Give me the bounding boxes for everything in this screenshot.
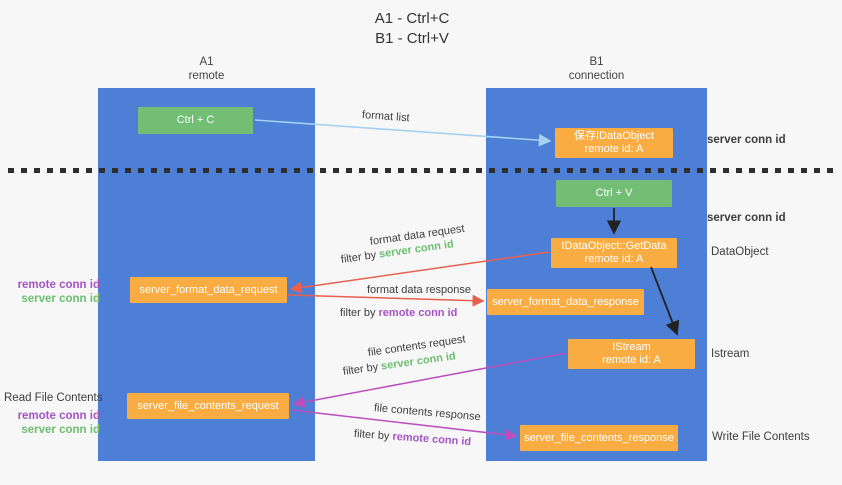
node-getdata-line1: IDataObject::GetData: [561, 240, 667, 252]
node-file-request-label: server_file_contents_request: [137, 399, 279, 412]
annotation-dataobject: DataObject: [711, 246, 769, 258]
title-line-1: A1 - Ctrl+C: [374, 10, 450, 27]
lane-header-connection: B1 connection: [486, 55, 707, 83]
annotation-remote-conn-id-1: remote conn id: [17, 279, 100, 291]
annotation-conn-ids-file: remote conn id server conn id: [0, 409, 100, 437]
lane-b1-name: B1: [589, 56, 604, 68]
node-format-response-label: server_format_data_response: [492, 295, 639, 308]
node-server-format-data-request: server_format_data_request: [130, 277, 287, 303]
node-ctrl-c-label: Ctrl + C: [176, 114, 215, 126]
node-save-idataobject-line2: remote id: A: [584, 143, 644, 155]
annotation-server-conn-id-2: server conn id: [21, 424, 100, 436]
annotation-server-conn-id-top: server conn id: [707, 134, 786, 146]
title-line-2: B1 - Ctrl+V: [375, 30, 449, 47]
lane-a1-name: A1: [199, 56, 214, 68]
node-ctrl-v: Ctrl + V: [556, 180, 672, 207]
arrow-label-file-contents-response: file contents response: [373, 402, 482, 424]
filter-by-text: filter by: [340, 307, 379, 319]
lane-header-remote: A1 remote: [98, 55, 315, 83]
node-istream-line2: remote id: A: [602, 354, 661, 366]
arrow-label-format-list: format list: [361, 109, 410, 125]
filter-remote-conn-id: remote conn id: [392, 430, 472, 449]
node-file-response-label: server_file_contents_response: [524, 431, 674, 444]
annotation-istream: Istream: [711, 348, 750, 360]
arrow-label-filter-remote-2: filter by remote conn id: [354, 428, 472, 448]
node-save-idataobject-line1: 保存IDataObject: [573, 130, 655, 142]
node-istream-line1: IStream: [612, 341, 651, 353]
annotation-read-file-contents: Read File Contents: [4, 392, 103, 404]
node-format-request-label: server_format_data_request: [139, 283, 278, 296]
node-istream: IStream remote id: A: [568, 339, 695, 369]
annotation-conn-ids-format: remote conn id server conn id: [0, 278, 100, 306]
arrow-label-filter-remote-1: filter by remote conn id: [340, 307, 457, 319]
arrow-label-format-data-response: format data response: [367, 284, 471, 296]
lane-b1-role: connection: [568, 70, 625, 82]
annotation-remote-conn-id-2: remote conn id: [17, 410, 100, 422]
node-save-idataobject: 保存IDataObject remote id: A: [555, 128, 673, 158]
annotation-server-conn-id-1: server conn id: [21, 293, 100, 305]
filter-by-text: filter by: [353, 428, 393, 443]
node-server-format-data-response: server_format_data_response: [487, 289, 644, 315]
annotation-server-conn-id-mid: server conn id: [707, 212, 786, 224]
node-getdata-line2: remote id: A: [584, 253, 644, 265]
filter-by-text: filter by: [342, 360, 382, 378]
node-server-file-contents-request: server_file_contents_request: [127, 393, 289, 419]
node-server-file-contents-response: server_file_contents_response: [520, 425, 678, 451]
node-ctrl-c: Ctrl + C: [138, 107, 253, 134]
filter-remote-conn-id: remote conn id: [378, 307, 458, 319]
annotation-write-file-contents: Write File Contents: [712, 431, 810, 443]
filter-by-text: filter by: [340, 248, 380, 266]
lane-a1-role: remote: [188, 70, 225, 82]
node-idataobject-getdata: IDataObject::GetData remote id: A: [551, 238, 677, 268]
session-divider-dotted-line: [8, 168, 838, 173]
node-ctrl-v-label: Ctrl + V: [595, 187, 633, 199]
diagram-title: A1 - Ctrl+C B1 - Ctrl+V: [0, 9, 824, 49]
